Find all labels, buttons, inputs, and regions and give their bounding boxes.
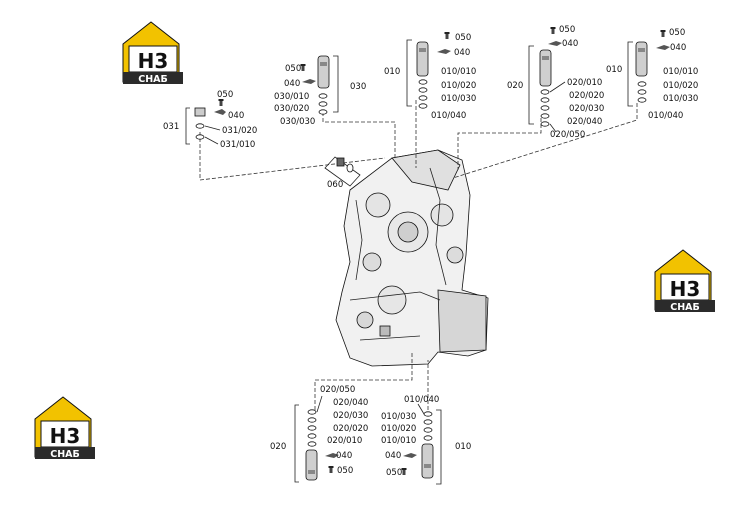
part-label: 040 [670, 43, 686, 53]
part-label: 010/010 [441, 67, 476, 77]
part-label: 020/050 [550, 130, 585, 140]
part-label: 020/020 [333, 424, 368, 434]
part-group-020-bottom: 020 020/050 020/040 020/030 020/020 020/… [270, 385, 368, 483]
part-label: 050 [285, 64, 301, 74]
group-ref-label: 060 [327, 180, 343, 190]
part-group-031: 031 050 040 031/020 031/010 [163, 90, 257, 150]
part-label: 050 [217, 90, 233, 100]
part-label: 010/030 [381, 412, 416, 422]
part-label: 050 [455, 33, 471, 43]
part-label: 010/030 [441, 94, 476, 104]
group-ref-label: 010 [455, 442, 471, 452]
part-group-060: 060 [324, 156, 361, 190]
part-label: 050 [386, 468, 402, 478]
part-label: 010/020 [441, 81, 476, 91]
part-label: 050 [669, 28, 685, 38]
part-label: 050 [337, 466, 353, 476]
part-label: 020/010 [327, 436, 362, 446]
logo-bottom-left: H3 CHAБ [34, 396, 96, 460]
logo-sub-text: CHAБ [670, 302, 700, 313]
part-label: 010/010 [381, 436, 416, 446]
logo-main-text: H3 [138, 49, 169, 73]
part-label: 010/040 [404, 395, 439, 405]
part-label: 020/030 [333, 411, 368, 421]
part-label: 010/020 [663, 81, 698, 91]
part-label: 030/020 [274, 104, 309, 114]
part-group-030: 030 050 040 030/010 030/020 030/030 [274, 55, 366, 127]
part-label: 040 [228, 111, 244, 121]
logo-sub-text: CHAБ [50, 449, 80, 460]
group-ref-label: 020 [270, 442, 286, 452]
part-label: 031/020 [222, 126, 257, 136]
part-label: 040 [284, 79, 300, 89]
part-label: 040 [562, 39, 578, 49]
part-label: 020/040 [333, 398, 368, 408]
logo-main-text: H3 [670, 277, 701, 301]
leader-lines [199, 100, 638, 410]
part-label: 020/030 [569, 104, 604, 114]
part-label: 040 [454, 48, 470, 58]
group-ref-label: 010 [606, 65, 622, 75]
part-label: 040 [385, 451, 401, 461]
part-label: 040 [336, 451, 352, 461]
part-label: 031/010 [220, 140, 255, 150]
part-label: 020/020 [569, 91, 604, 101]
logo-right: H3 CHAБ [654, 249, 716, 313]
part-label: 030/030 [280, 117, 315, 127]
transmission-housing [335, 149, 489, 367]
part-group-020-top: 020 050 040 020/010 020/020 020/030 020/… [507, 25, 604, 140]
part-label: 050 [559, 25, 575, 35]
part-group-010-right: 010 050 040 010/010 010/020 010/030 010/… [606, 28, 698, 121]
group-ref-label: 010 [384, 67, 400, 77]
logo-top-left: H3 CHAБ [122, 21, 184, 85]
part-label: 010/020 [381, 424, 416, 434]
part-label: 010/040 [431, 111, 466, 121]
logo-sub-text: CHAБ [138, 74, 168, 85]
part-label: 010/010 [663, 67, 698, 77]
part-label: 020/050 [320, 385, 355, 395]
part-group-010-bottom: 010 010/040 010/030 010/020 010/010 040 … [381, 395, 471, 485]
group-ref-label: 031 [163, 122, 179, 132]
part-label: 010/040 [648, 111, 683, 121]
part-label: 020/040 [567, 117, 602, 127]
logo-main-text: H3 [50, 424, 81, 448]
part-label: 030/010 [274, 92, 309, 102]
part-label: 010/030 [663, 94, 698, 104]
part-label: 020/010 [567, 78, 602, 88]
part-group-010-top: 010 050 040 010/010 010/020 010/030 010/… [384, 32, 476, 121]
group-ref-label: 030 [350, 82, 366, 92]
group-ref-label: 020 [507, 81, 523, 91]
